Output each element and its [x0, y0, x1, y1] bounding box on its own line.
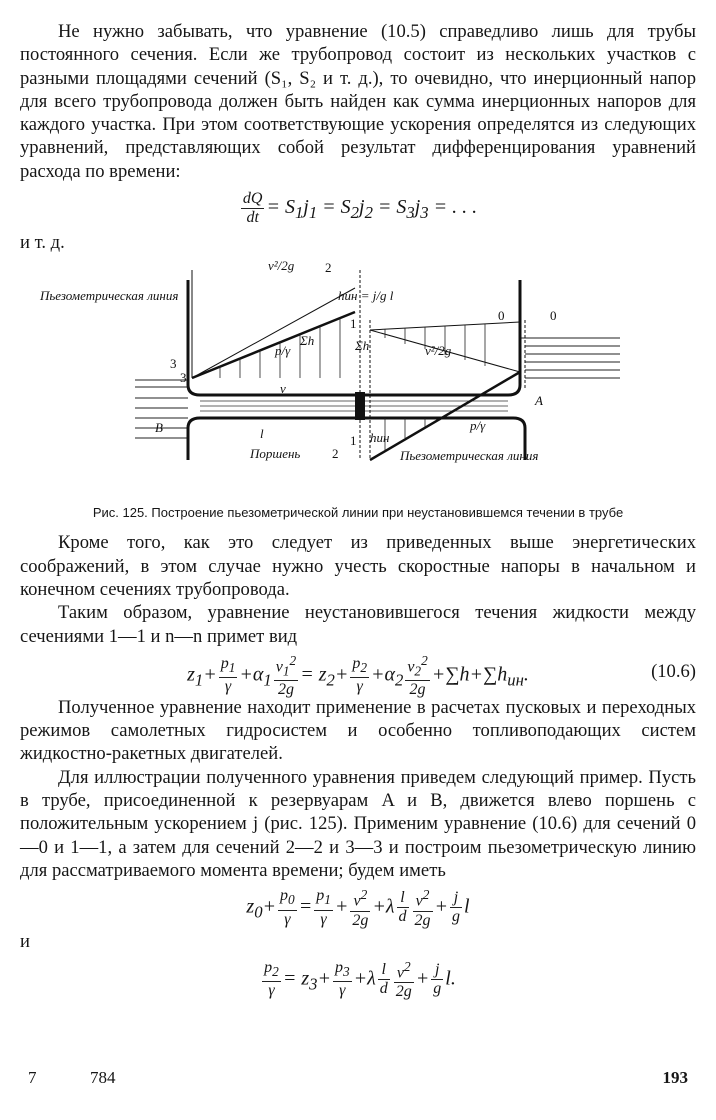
- label-n1top: 1: [350, 316, 357, 331]
- label-sumh-left: Σh: [299, 333, 314, 348]
- footer-signature-2: 784: [90, 1068, 116, 1087]
- paragraph-3: Таким образом, уравнение неустановившего…: [20, 602, 696, 647]
- paragraph-5: Для иллюстрации полученного уравнения пр…: [20, 766, 696, 881]
- label-l: l: [260, 426, 264, 441]
- label-n2bot: 2: [332, 446, 339, 461]
- label-n2top: 2: [325, 260, 332, 275]
- label-B: B: [155, 420, 163, 435]
- label-n3left: 3: [180, 370, 187, 385]
- label-n1bot: 1: [350, 433, 357, 448]
- piezometric-diagram: Пьезометрическая линия 2 v²/2g hин = j/g…: [39, 258, 620, 463]
- page-body: Не нужно забывать, что уравнение (10.5) …: [20, 20, 696, 1002]
- label-p-gamma-left: p/γ: [274, 343, 291, 358]
- footer-signature-1: 7: [28, 1068, 37, 1087]
- label-n0a: 0: [498, 308, 505, 323]
- equation-number: (10.6): [651, 660, 696, 682]
- label-hin-formula: hин = j/g l: [338, 288, 394, 303]
- label-sumh-right: Σh: [354, 338, 369, 353]
- figure-125: Пьезометрическая линия 2 v²/2g hин = j/g…: [20, 258, 696, 500]
- label-piston: Поршень: [249, 446, 300, 461]
- label-piezo-left: Пьезометрическая линия: [39, 288, 178, 303]
- label-piezo-right: Пьезометрическая линия: [399, 448, 538, 463]
- paragraph-2: Кроме того, как это следует из приведенн…: [20, 532, 696, 600]
- paragraph-and: и: [20, 931, 30, 953]
- label-n0b: 0: [550, 308, 557, 323]
- paragraph-1: Не нужно забывать, что уравнение (10.5) …: [20, 21, 696, 182]
- label-n3b: 3: [170, 356, 177, 371]
- label-v2-2g-top: v²/2g: [268, 260, 295, 273]
- page-number: 193: [662, 1068, 689, 1087]
- figure-caption: Рис. 125. Построение пьезометрической ли…: [92, 505, 624, 521]
- paragraph-4: Полученное уравнение находит применение …: [20, 696, 696, 765]
- label-hin: hин: [370, 430, 389, 445]
- label-v2-2g-right: v²/2g: [425, 343, 452, 358]
- label-p-gamma-right: p/γ: [469, 418, 486, 433]
- paragraph-itd: и т. д.: [20, 232, 65, 254]
- label-v: v: [280, 381, 286, 396]
- label-A: A: [534, 393, 543, 408]
